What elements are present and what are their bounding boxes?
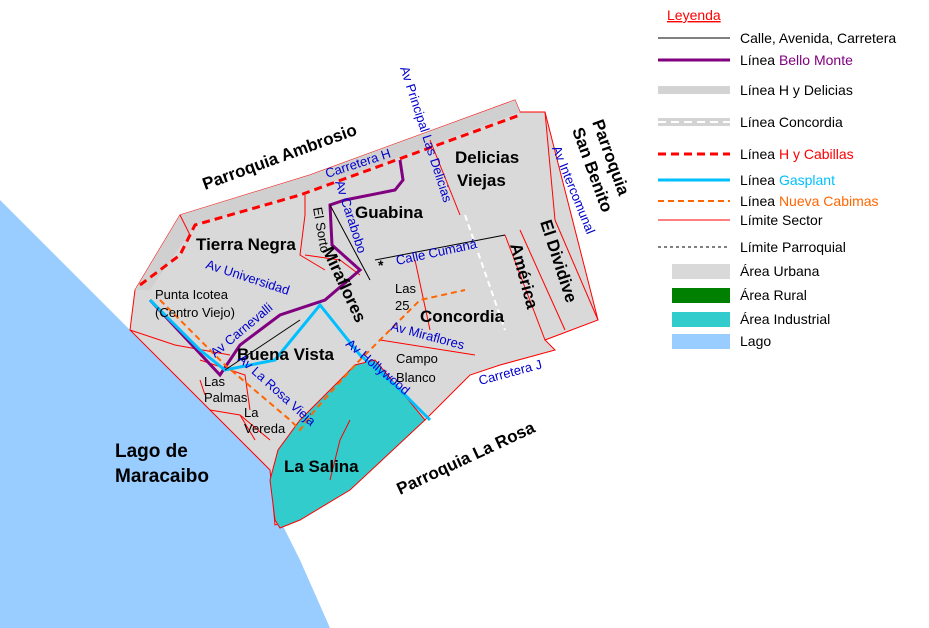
label-parroquia-la-rosa: Parroquia La Rosa — [394, 418, 539, 499]
legend-item-9: Área Urbana — [672, 263, 820, 279]
sector-campo-blanco-2: Blanco — [396, 370, 436, 385]
line-bello-monte — [148, 159, 405, 378]
parish-limit — [464, 214, 506, 331]
sector-las-palmas-2: Palmas — [204, 390, 248, 405]
legend-item-2: Línea H y Delicias — [658, 82, 853, 98]
urban-band-north — [135, 100, 520, 290]
legend-label: Línea H y Cabillas — [740, 146, 854, 162]
lake-area — [0, 200, 330, 628]
streets — [224, 204, 506, 371]
sector-concordia: Concordia — [420, 307, 505, 326]
legend-item-11: Área Industrial — [672, 311, 830, 327]
legend-label: Área Urbana — [740, 263, 820, 279]
sector-punta-icotea-2: (Centro Viejo) — [155, 305, 235, 320]
legend-item-7: Límite Sector — [658, 212, 823, 228]
sector-buena-vista: Buena Vista — [237, 345, 335, 364]
sector-punta-icotea-1: Punta Icotea — [155, 287, 229, 302]
legend-item-5: Línea Gasplant — [658, 172, 835, 188]
line-nueva-cabimas — [159, 289, 466, 432]
legend-item-0: Calle, Avenida, Carretera — [658, 30, 896, 46]
legend-swatch — [672, 312, 730, 327]
legend-label: Límite Sector — [740, 212, 823, 228]
sector-las-25-2: 25 — [395, 298, 409, 313]
sector-la-salina: La Salina — [284, 457, 359, 476]
sector-boundaries — [129, 111, 599, 481]
legend-label: Línea Nueva Cabimas — [740, 193, 879, 209]
line-gasplant — [148, 298, 432, 422]
legend-item-1: Línea Bello Monte — [658, 52, 853, 68]
legend-item-10: Área Rural — [672, 287, 807, 303]
legend-item-4: Línea H y Cabillas — [658, 146, 854, 162]
legend-swatch — [672, 334, 730, 349]
sector-campo-blanco-1: Campo — [396, 351, 438, 366]
legend-label: Línea Bello Monte — [740, 52, 853, 68]
legend-swatch — [672, 288, 730, 303]
legend-swatch — [672, 264, 730, 279]
label-lago-2: Maracaibo — [115, 466, 209, 487]
line-h-cabillas — [139, 113, 521, 287]
label-lago-1: Lago de — [115, 441, 188, 462]
sector-la-vereda-2: Vereda — [244, 421, 286, 436]
legend-item-6: Línea Nueva Cabimas — [658, 193, 879, 209]
sector-delicias-1: Delicias — [455, 148, 519, 167]
legend-label: Línea Gasplant — [740, 172, 835, 188]
sector-guabina: Guabina — [355, 203, 424, 222]
legend-item-12: Lago — [672, 333, 771, 349]
legend-label: Lago — [740, 333, 771, 349]
sector-asterisk: * — [378, 257, 384, 273]
legend-title: Leyenda — [667, 7, 721, 23]
legend-label: Límite Parroquial — [740, 239, 846, 255]
legend-label: Línea Concordia — [740, 114, 843, 130]
sector-las-25-1: Las — [395, 281, 416, 296]
legend-item-8: Límite Parroquial — [658, 239, 846, 255]
sector-delicias-2: Viejas — [457, 171, 506, 190]
sector-tierra-negra: Tierra Negra — [196, 235, 296, 254]
legend-label: Área Rural — [740, 287, 807, 303]
legend-label: Calle, Avenida, Carretera — [740, 30, 896, 46]
legend-label: Línea H y Delicias — [740, 82, 853, 98]
sector-la-vereda-1: La — [244, 405, 259, 420]
legend-label: Área Industrial — [740, 311, 830, 327]
legend-item-3: Línea Concordia — [658, 114, 843, 130]
sector-las-palmas-1: Las — [204, 374, 225, 389]
